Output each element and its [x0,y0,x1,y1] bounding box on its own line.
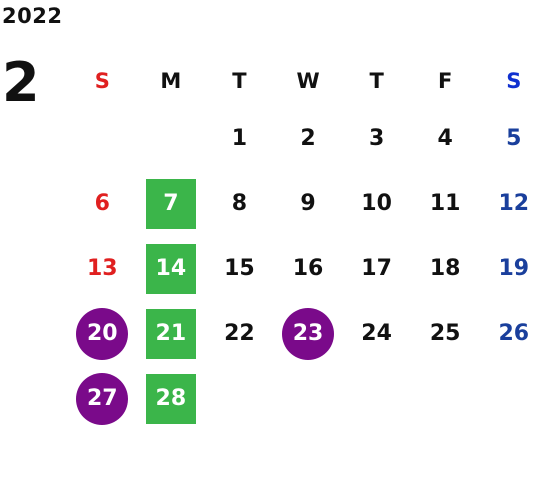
weekday-monday: M [160,69,182,93]
day-cell[interactable]: 4 [437,126,453,151]
weekday-saturday: S [506,69,522,93]
day-cell-highlighted-purple[interactable]: 27 [68,373,137,425]
day-cell-highlighted-green[interactable]: 21 [137,308,206,360]
calendar-grid: S M T W T F S 1 2 3 4 5 6 7 8 9 10 11 12 [68,56,548,431]
day-cell[interactable]: 1 [231,126,248,151]
day-cell[interactable]: 16 [292,256,324,281]
day-cell-highlighted-green[interactable]: 14 [137,243,206,295]
day-cell-highlighted-green[interactable]: 28 [137,373,206,425]
day-cell-empty [479,373,548,425]
day-cell[interactable]: 9 [300,191,316,216]
day-cell[interactable]: 13 [86,256,118,281]
weekday-sunday: S [94,69,110,93]
weekday-tuesday: T [232,69,247,93]
day-cell[interactable]: 19 [498,256,530,281]
day-cell[interactable]: 26 [498,321,530,346]
week-row: 1 2 3 4 5 [68,106,548,171]
month-number: 2 [2,51,40,114]
day-cell[interactable]: 8 [231,191,248,216]
week-row: 13 14 15 16 17 18 19 [68,236,548,301]
day-cell-empty [411,373,480,425]
day-cell[interactable]: 15 [224,256,255,281]
year-label: 2022 [2,4,63,28]
day-cell[interactable]: 3 [368,126,385,151]
day-cell[interactable]: 12 [498,191,530,216]
day-cell[interactable]: 10 [361,191,392,216]
week-row: 27 28 [68,366,548,431]
day-cell-empty [137,113,206,165]
day-cell[interactable]: 11 [429,191,461,216]
day-cell[interactable]: 17 [361,256,392,281]
day-cell[interactable]: 2 [300,126,316,151]
weekday-header-row: S M T W T F S [68,56,548,106]
day-cell-empty [342,373,411,425]
day-cell-highlighted-purple[interactable]: 23 [274,308,343,360]
day-cell[interactable]: 18 [429,256,461,281]
day-cell[interactable]: 6 [94,191,110,216]
day-cell-empty [274,373,343,425]
day-cell-empty [68,113,137,165]
weekday-friday: F [438,69,453,93]
day-cell[interactable]: 24 [361,321,392,346]
week-row: 6 7 8 9 10 11 12 [68,171,548,236]
day-cell[interactable]: 25 [429,321,461,346]
day-cell-empty [205,373,274,425]
weekday-wednesday: W [296,69,320,93]
week-row: 20 21 22 23 24 25 26 [68,301,548,366]
day-cell[interactable]: 22 [224,321,255,346]
day-cell[interactable]: 5 [506,126,522,151]
day-cell-highlighted-green[interactable]: 7 [137,178,206,230]
day-cell-highlighted-purple[interactable]: 20 [68,308,137,360]
weekday-thursday: T [369,69,384,93]
